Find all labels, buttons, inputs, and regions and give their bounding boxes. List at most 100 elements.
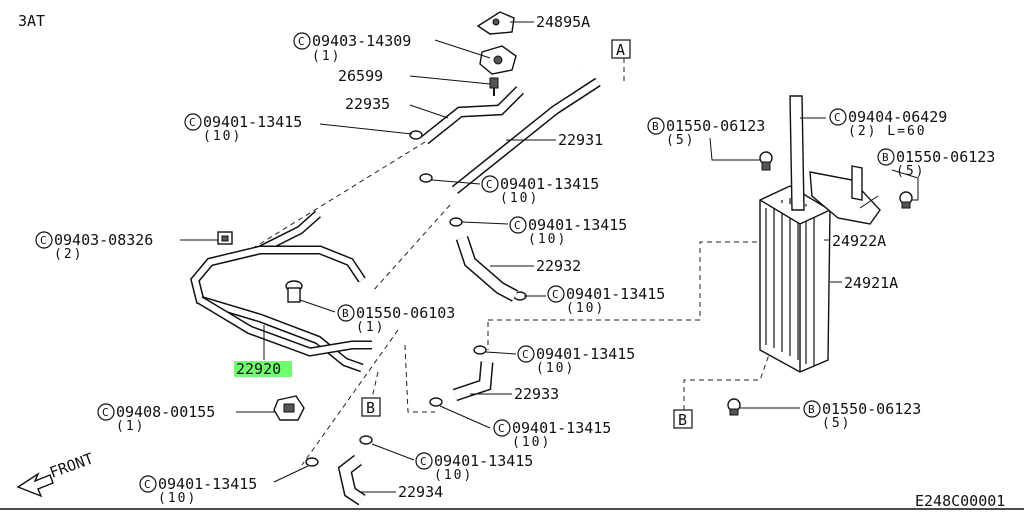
callout-09403-08326: C 09403-08326 (2) xyxy=(35,231,153,262)
callout-09401-13415-c: C 09401-13415 (10) xyxy=(509,216,627,247)
svg-text:09408-00155: 09408-00155 xyxy=(116,403,215,421)
svg-text:09403-14309: 09403-14309 xyxy=(312,32,411,50)
svg-text:B: B xyxy=(808,403,815,416)
svg-text:B: B xyxy=(678,411,687,429)
svg-text:B: B xyxy=(882,151,889,164)
ref-box-a-top: A xyxy=(611,39,631,59)
svg-text:09401-13415: 09401-13415 xyxy=(536,345,635,363)
svg-text:C: C xyxy=(40,234,47,247)
bracket-24895a-part xyxy=(476,11,515,35)
svg-text:09401-13415: 09401-13415 xyxy=(566,285,665,303)
svg-text:(10): (10) xyxy=(434,468,473,483)
svg-text:24895A: 24895A xyxy=(536,13,590,31)
svg-text:(10): (10) xyxy=(536,361,575,376)
svg-text:B: B xyxy=(652,120,659,133)
callout-22932: 22932 xyxy=(536,257,581,275)
callout-24895a: 24895A xyxy=(536,13,590,31)
front-arrow-icon xyxy=(16,472,54,498)
callout-09401-13415-h: C 09401-13415 (10) xyxy=(139,475,257,506)
svg-text:C: C xyxy=(420,455,427,468)
hose-22933-part xyxy=(452,361,494,402)
ref-box-b-right: B xyxy=(673,409,693,429)
svg-text:09404-06429: 09404-06429 xyxy=(848,108,947,126)
svg-text:C: C xyxy=(102,406,109,419)
pipe-assembly-22920-part xyxy=(190,210,372,373)
hose-22935-part xyxy=(421,86,524,145)
svg-text:C: C xyxy=(522,348,529,361)
svg-text:22920: 22920 xyxy=(236,360,281,378)
routing-lines xyxy=(249,58,871,466)
svg-text:(10): (10) xyxy=(158,491,197,506)
svg-text:(10): (10) xyxy=(566,301,605,316)
callout-26599: 26599 xyxy=(338,67,383,85)
svg-text:(2) L=60: (2) L=60 xyxy=(848,124,927,139)
callout-22934: 22934 xyxy=(398,483,443,501)
svg-text:(1): (1) xyxy=(312,49,341,64)
callout-24922a: 24922A xyxy=(832,232,886,250)
svg-text:09401-13415: 09401-13415 xyxy=(512,419,611,437)
callout-09401-13415-b: C 09401-13415 (10) xyxy=(481,175,599,206)
bolt-01550-06123-a-part xyxy=(759,151,773,171)
strap-09404-06429-part xyxy=(789,95,805,211)
callout-09401-13415-d: C 09401-13415 (10) xyxy=(547,285,665,316)
callout-22931: 22931 xyxy=(558,131,603,149)
callout-22920[interactable]: 22920 xyxy=(234,360,292,378)
svg-text:(10): (10) xyxy=(500,191,539,206)
svg-text:01550-06123: 01550-06123 xyxy=(822,400,921,418)
bracket-24922a-part xyxy=(809,165,881,225)
svg-text:(10): (10) xyxy=(203,129,242,144)
callout-01550-06123-a: B 01550-06123 (5) xyxy=(647,117,765,148)
svg-text:C: C xyxy=(144,478,151,491)
oil-cooler-24921a-part xyxy=(759,185,831,373)
svg-text:09401-13415: 09401-13415 xyxy=(528,216,627,234)
svg-text:09401-13415: 09401-13415 xyxy=(500,175,599,193)
callout-01550-06123-c: B 01550-06123 (5) xyxy=(803,400,921,431)
svg-text:22932: 22932 xyxy=(536,257,581,275)
svg-text:22934: 22934 xyxy=(398,483,443,501)
svg-text:(1): (1) xyxy=(356,320,385,335)
callout-01550-06103: B 01550-06103 (1) xyxy=(337,304,455,335)
bolt-01550-06123-c-part xyxy=(727,398,741,416)
svg-text:09403-08326: 09403-08326 xyxy=(54,231,153,249)
svg-text:09401-13415: 09401-13415 xyxy=(434,452,533,470)
clip-09403-08326-part xyxy=(217,231,233,245)
svg-text:(5): (5) xyxy=(666,133,695,148)
bolt-01550-06103-part xyxy=(285,280,303,303)
bolt-01550-06123-b-part xyxy=(899,191,913,209)
bolt-26599-part xyxy=(489,77,499,96)
callout-09408-00155: C 09408-00155 (1) xyxy=(97,403,215,434)
svg-text:C: C xyxy=(514,219,521,232)
svg-text:C: C xyxy=(498,422,505,435)
callout-09401-13415-g: C 09401-13415 (10) xyxy=(415,452,533,483)
svg-text:B: B xyxy=(366,399,375,417)
svg-text:(1): (1) xyxy=(116,419,145,434)
svg-text:22933: 22933 xyxy=(514,385,559,403)
callout-22935: 22935 xyxy=(345,95,390,113)
svg-text:C: C xyxy=(486,178,493,191)
svg-text:C: C xyxy=(834,111,841,124)
svg-text:C: C xyxy=(189,116,196,129)
svg-text:09401-13415: 09401-13415 xyxy=(158,475,257,493)
svg-text:B: B xyxy=(342,307,349,320)
hose-22931-part xyxy=(437,67,601,194)
svg-text:24921A: 24921A xyxy=(844,274,898,292)
callout-24921a: 24921A xyxy=(844,274,898,292)
svg-text:A: A xyxy=(616,41,625,59)
callout-01550-06123-b: B 01550-06123 (5) xyxy=(877,148,995,179)
svg-text:(5): (5) xyxy=(822,416,851,431)
diagram-code: E248C00001 xyxy=(915,492,1005,510)
svg-text:01550-06103: 01550-06103 xyxy=(356,304,455,322)
svg-text:C: C xyxy=(298,35,305,48)
callout-09401-13415-e: C 09401-13415 (10) xyxy=(517,345,635,376)
clip-09403-14309-part xyxy=(479,45,517,75)
svg-text:(10): (10) xyxy=(528,232,567,247)
callout-09401-13415-f: C 09401-13415 (10) xyxy=(493,419,611,450)
clip-09408-00155-part xyxy=(273,395,305,421)
hose-22932-part xyxy=(455,235,519,302)
svg-text:01550-06123: 01550-06123 xyxy=(666,117,765,135)
svg-text:(2): (2) xyxy=(54,247,83,262)
svg-text:01550-06123: 01550-06123 xyxy=(896,148,995,166)
callout-22933: 22933 xyxy=(514,385,559,403)
highlight-box xyxy=(234,361,292,377)
